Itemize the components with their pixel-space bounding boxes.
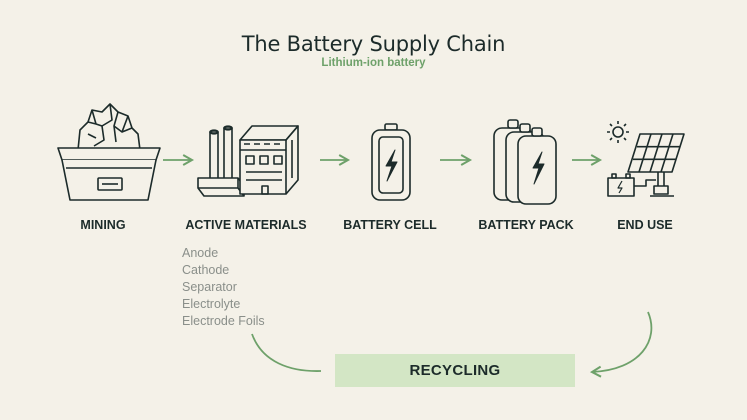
factory-icon — [197, 125, 299, 197]
battery-cell-icon — [371, 123, 411, 201]
list-item: Electrolyte — [182, 297, 241, 311]
stage-label-battery-pack: BATTERY PACK — [478, 218, 574, 232]
recycling-box: RECYCLING — [335, 354, 575, 387]
mining-cart-icon — [57, 103, 161, 201]
list-item: Anode — [182, 246, 219, 260]
list-item: Electrode Foils — [182, 314, 265, 328]
stage-label-battery-cell: BATTERY CELL — [343, 218, 437, 232]
arrow-enduse-to-recycling — [589, 311, 653, 378]
stage-label-active-materials: ACTIVE MATERIALS — [185, 218, 307, 232]
list-item: Cathode — [182, 263, 230, 277]
battery-pack-icon — [493, 119, 557, 205]
page-title: The Battery Supply Chain — [241, 32, 506, 56]
list-item: Separator — [182, 280, 237, 294]
stage-label-end-use: END USE — [617, 218, 673, 232]
recycling-label: RECYCLING — [409, 362, 501, 379]
page-subtitle: Lithium-ion battery — [321, 57, 426, 69]
arrow-recycling-to-materials — [251, 333, 322, 372]
solar-panel-icon — [607, 121, 685, 197]
flow-arrows — [163, 154, 653, 378]
active-materials-list: Anode Cathode Separator Electrolyte Elec… — [182, 245, 265, 330]
stage-label-mining: MINING — [80, 218, 126, 232]
